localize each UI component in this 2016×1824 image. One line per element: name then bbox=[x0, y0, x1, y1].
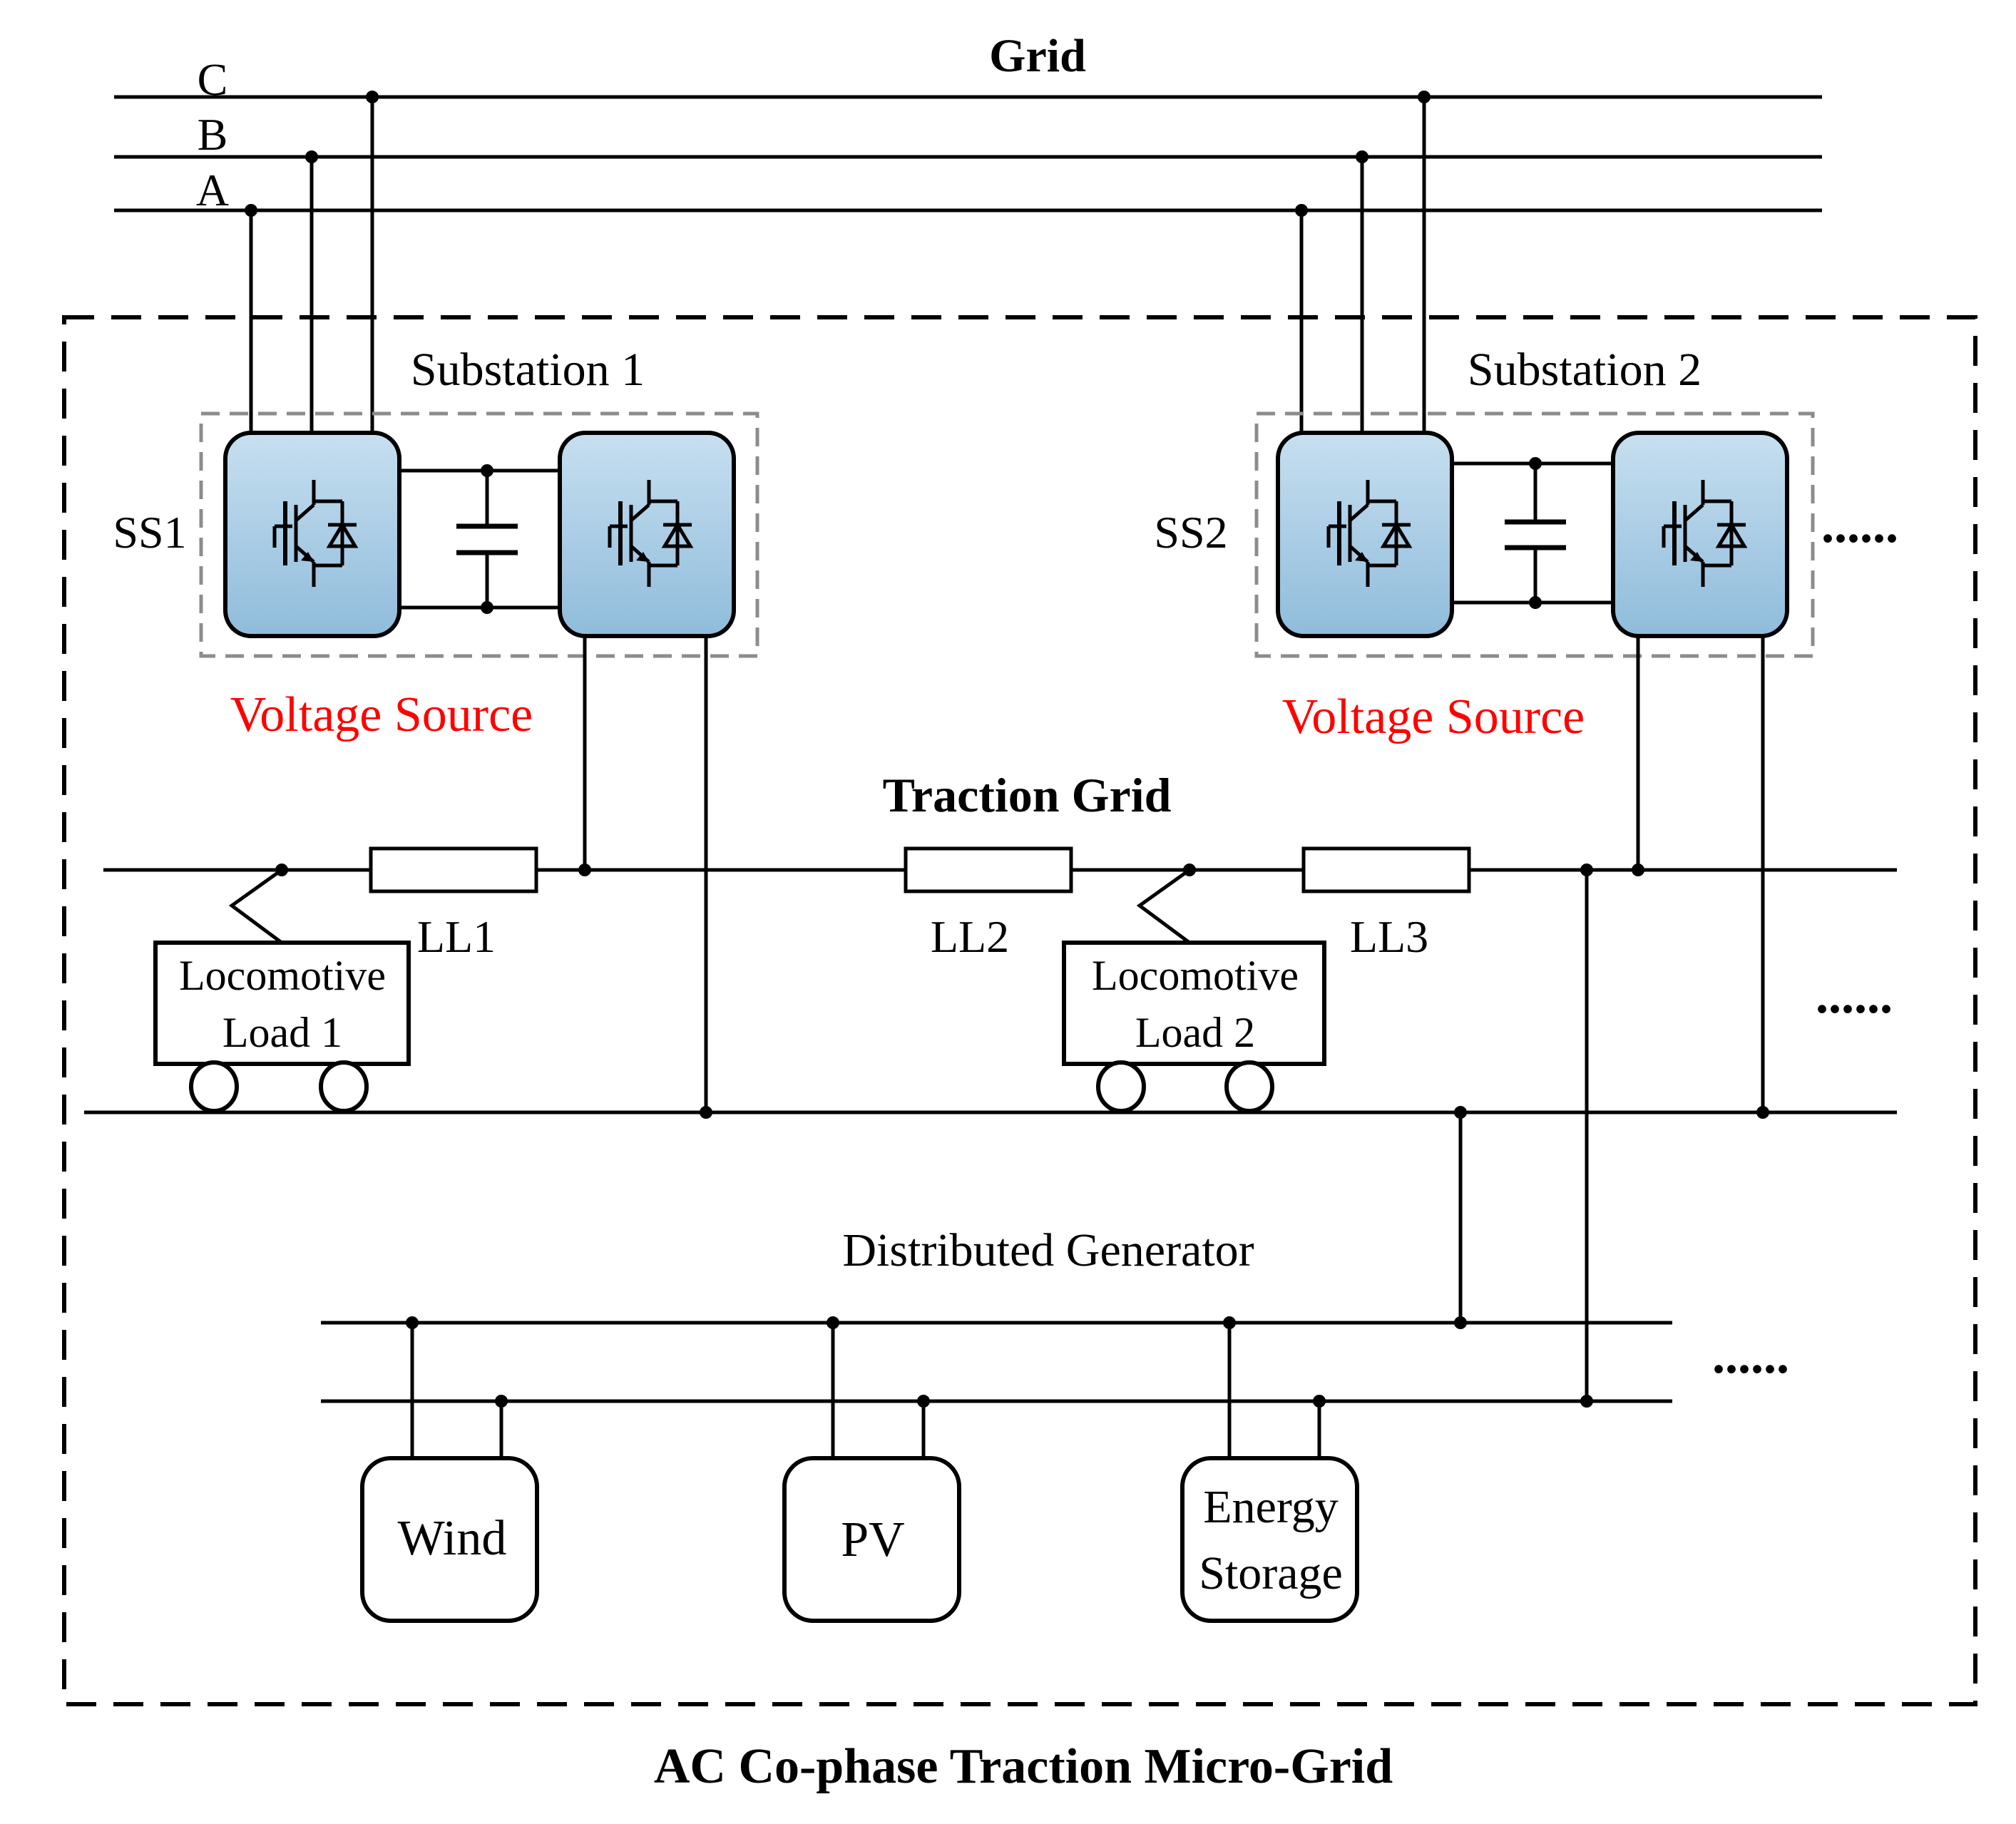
grid-bus bbox=[114, 95, 1822, 212]
locomotive-1-line1: Locomotive bbox=[179, 952, 386, 999]
ellipsis-distributed: ...... bbox=[1712, 1327, 1789, 1384]
phase-b-label: B bbox=[198, 109, 228, 160]
line-impedance-ll1 bbox=[369, 846, 538, 893]
energy-storage-line2: Storage bbox=[1199, 1547, 1343, 1599]
substation-2-label: Substation 2 bbox=[1468, 344, 1702, 396]
grid-title: Grid bbox=[989, 30, 1086, 82]
energy-storage-line1: Energy bbox=[1203, 1481, 1338, 1533]
locomotive-load-1: Locomotive Load 1 bbox=[153, 864, 411, 1113]
ss1-label: SS1 bbox=[113, 507, 186, 558]
ellipsis-traction: ...... bbox=[1816, 967, 1893, 1024]
converter-2b bbox=[1611, 431, 1789, 638]
distributed-generator-title: Distributed Generator bbox=[842, 1224, 1254, 1276]
phase-c-label: C bbox=[198, 54, 228, 105]
wheel-icon bbox=[1096, 1060, 1146, 1113]
converter-1a bbox=[223, 431, 401, 638]
ll2-label: LL2 bbox=[931, 911, 1009, 962]
wheel-icon bbox=[319, 1060, 369, 1113]
substation-1: Substation 1 SS1 Voltage Source bbox=[113, 344, 759, 742]
line-impedance-ll2 bbox=[904, 846, 1073, 893]
converter-1b bbox=[558, 431, 736, 638]
traction-bus: LL1 LL2 LL3 bbox=[84, 636, 1897, 1401]
line-impedance-ll3 bbox=[1301, 846, 1471, 893]
ss2-label: SS2 bbox=[1154, 507, 1227, 558]
energy-storage-source: Energy Storage bbox=[1180, 1456, 1359, 1623]
voltage-source-2-label: Voltage Source bbox=[1282, 690, 1585, 744]
locomotive-2-line1: Locomotive bbox=[1092, 952, 1299, 999]
substation-feeders bbox=[245, 91, 1431, 434]
locomotive-1-line2: Load 1 bbox=[222, 1009, 342, 1056]
pv-label: PV bbox=[841, 1512, 904, 1567]
voltage-source-1-label: Voltage Source bbox=[230, 687, 533, 742]
wind-source: Wind bbox=[360, 1456, 539, 1623]
traction-grid-title: Traction Grid bbox=[883, 768, 1172, 822]
distributed-bus bbox=[321, 1316, 1672, 1458]
ll3-label: LL3 bbox=[1350, 911, 1428, 962]
converter-2a bbox=[1276, 431, 1454, 638]
locomotive-load-2: Locomotive Load 2 bbox=[1062, 864, 1326, 1113]
substation-1-label: Substation 1 bbox=[411, 344, 645, 396]
pv-source: PV bbox=[782, 1456, 961, 1623]
wind-label: Wind bbox=[398, 1511, 507, 1566]
substation-2: Substation 2 SS2 Voltage Source bbox=[1154, 344, 1815, 744]
phase-a-label: A bbox=[196, 165, 229, 215]
pantograph-2 bbox=[1136, 868, 1191, 945]
wheel-icon bbox=[189, 1060, 239, 1113]
microgrid-boundary bbox=[62, 315, 1977, 1706]
microgrid-title: AC Co-phase Traction Micro-Grid bbox=[654, 1739, 1393, 1794]
wheel-icon bbox=[1224, 1060, 1274, 1113]
pantograph-1 bbox=[228, 868, 283, 945]
ll1-label: LL1 bbox=[417, 911, 496, 962]
ellipsis-substations: ...... bbox=[1821, 496, 1898, 553]
locomotive-2-line2: Load 2 bbox=[1135, 1009, 1255, 1056]
